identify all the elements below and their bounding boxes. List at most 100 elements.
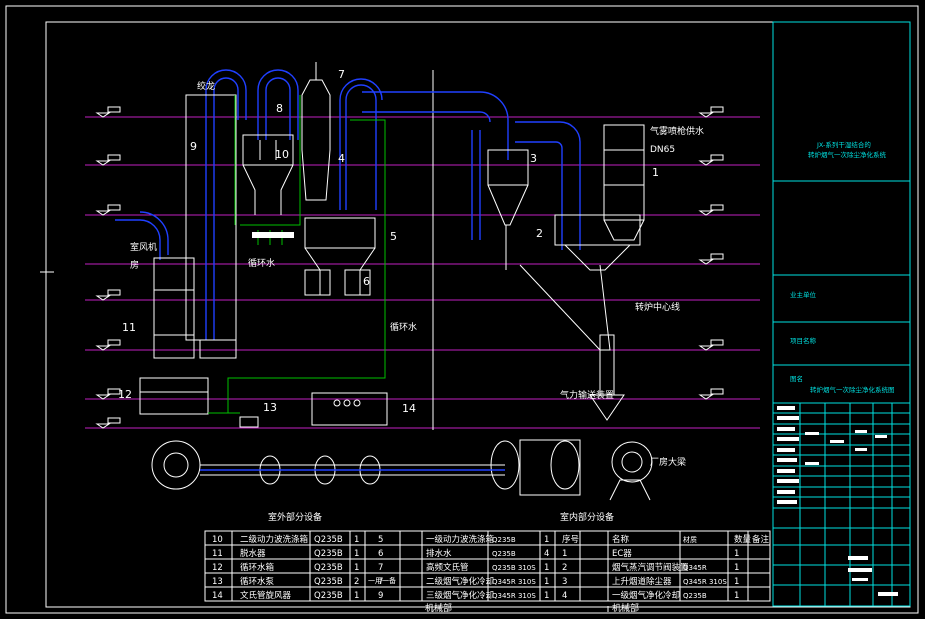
callout-6: 6 [363, 275, 370, 288]
callout-3: 3 [530, 152, 537, 165]
label-gas-spray: 气雾喷枪供水 [650, 125, 704, 137]
callout-10: 10 [275, 148, 289, 161]
table-cell: 循环水箱 [240, 562, 275, 573]
table-cell: 2 [562, 563, 567, 573]
indoor-ducts [362, 91, 581, 250]
valve-row [252, 232, 294, 238]
callout-8: 8 [276, 102, 283, 115]
table-cell: 脱水器 [240, 548, 266, 559]
table-cell: Q235B [314, 549, 343, 559]
table-cell: 备注 [752, 534, 770, 545]
callout-9: 9 [190, 140, 197, 153]
table-cell: 三级烟气净化冷却 [426, 590, 494, 601]
table-cell: 1 [734, 591, 739, 601]
table-cell: 1 [354, 549, 359, 559]
drawing-name: 转炉烟气一次除尘净化系统图 [810, 385, 895, 394]
table-cell: 材质 [683, 535, 697, 544]
outdoor-ducts [115, 69, 383, 340]
table-cell: 13 [212, 577, 223, 587]
title-block-marks [777, 406, 898, 596]
callout-2: 2 [536, 227, 543, 240]
table-cell: 1 [544, 535, 549, 545]
table-cell: Q235B [492, 550, 516, 558]
table-cell: 7 [378, 563, 383, 573]
table-cell: 1 [734, 549, 739, 559]
label-loop-water-2: 循环水 [390, 321, 417, 333]
table-cell: 一级动力波洗涤箱 [426, 534, 495, 545]
label-loop-water-1: 循环水 [248, 257, 275, 269]
table-cell: Q235B [314, 577, 343, 587]
table-cell: 12 [212, 563, 223, 573]
table-cell: 4 [544, 549, 549, 559]
outdoor-table-title: 室外部分设备 [268, 511, 322, 523]
table-cell: Q235B [492, 536, 516, 544]
table-cell: Q345R 310S [683, 578, 727, 586]
table-cell: EC器 [612, 549, 632, 559]
owner-unit-label: 业主单位 [790, 290, 817, 299]
table-cell: Q235B [683, 592, 707, 600]
table-cell: 高频文氏管 [426, 562, 469, 573]
callouts: 1 2 3 4 5 6 7 8 9 10 11 12 13 14 [118, 68, 659, 415]
label-converter-center: 转炉中心线 [635, 301, 680, 313]
callout-13: 13 [263, 401, 277, 414]
table-cell: 烟气蒸汽调节阀装置 [612, 562, 689, 573]
label-room: 房 [130, 259, 139, 271]
table-cell: 5 [378, 535, 383, 545]
drawing-name-label: 图名 [790, 374, 803, 383]
indoor-table-title: 室内部分设备 [560, 511, 614, 523]
table-cell: 序号 [562, 534, 579, 545]
table-cell: 1 [354, 591, 359, 601]
table-cell: Q235B [314, 535, 343, 545]
table-cell: 1 [354, 535, 359, 545]
table-cell: 3 [562, 577, 567, 587]
callout-14: 14 [402, 402, 416, 415]
table-cell: 1 [544, 577, 549, 587]
water-pipes [208, 95, 386, 414]
table-cell: 排水水 [426, 548, 452, 559]
callout-12: 12 [118, 388, 132, 401]
table-cell: 1 [354, 563, 359, 573]
table-cell: 循环水泵 [240, 576, 275, 587]
bottom-label-right: 机械部 [612, 602, 639, 614]
table-cell: 1 [562, 549, 567, 559]
table-cell: Q235B [314, 563, 343, 573]
label-dn65: DN65 [650, 145, 675, 155]
table-cell: Q345R 310S [492, 578, 536, 586]
title-line1: JX-系列干湿结合的 [816, 140, 871, 149]
title-line2: 转炉烟气一次除尘净化系统 [808, 150, 887, 159]
table-cell: 14 [212, 591, 223, 601]
table-cell: 1 [734, 577, 739, 587]
label-jiaolong: 绞龙 [197, 80, 215, 92]
table-cell: 1 [544, 591, 549, 601]
table-cell: Q235B 310S [492, 564, 536, 572]
equipment-table [204, 530, 771, 602]
elevation-lines [85, 116, 760, 429]
table-cell: 1 [734, 563, 739, 573]
table-cell: 1 [544, 563, 549, 573]
label-beam: 厂房大梁 [650, 456, 686, 468]
project-name-label: 项目名称 [790, 336, 817, 345]
table-cell: 名称 [612, 534, 630, 545]
table-cell: 11 [212, 549, 223, 559]
bottom-label-left: 机械部 [425, 602, 452, 614]
callout-1: 1 [652, 166, 659, 179]
label-pneumatic: 气力输送装置 [560, 389, 614, 401]
callout-4: 4 [338, 152, 345, 165]
table-cell: 二级烟气净化冷却 [426, 576, 494, 587]
table-cell: Q345R 310S [492, 592, 536, 600]
table-cell: 二级动力波洗涤箱 [240, 534, 309, 545]
table-cell: 数量 [734, 534, 752, 545]
table-cell: 2 [354, 577, 359, 587]
equipment [139, 62, 645, 428]
elevation-markers [95, 106, 724, 429]
callout-5: 5 [390, 230, 397, 243]
table-cell: Q345R [683, 564, 707, 572]
table-cell: 6 [378, 549, 383, 559]
table-cell: 一级烟气净化冷却 [612, 590, 680, 601]
title-block [772, 21, 911, 607]
table-cell: 7 [378, 577, 383, 587]
callout-11: 11 [122, 321, 136, 334]
table-cell: 上升烟道除尘器 [612, 576, 672, 587]
